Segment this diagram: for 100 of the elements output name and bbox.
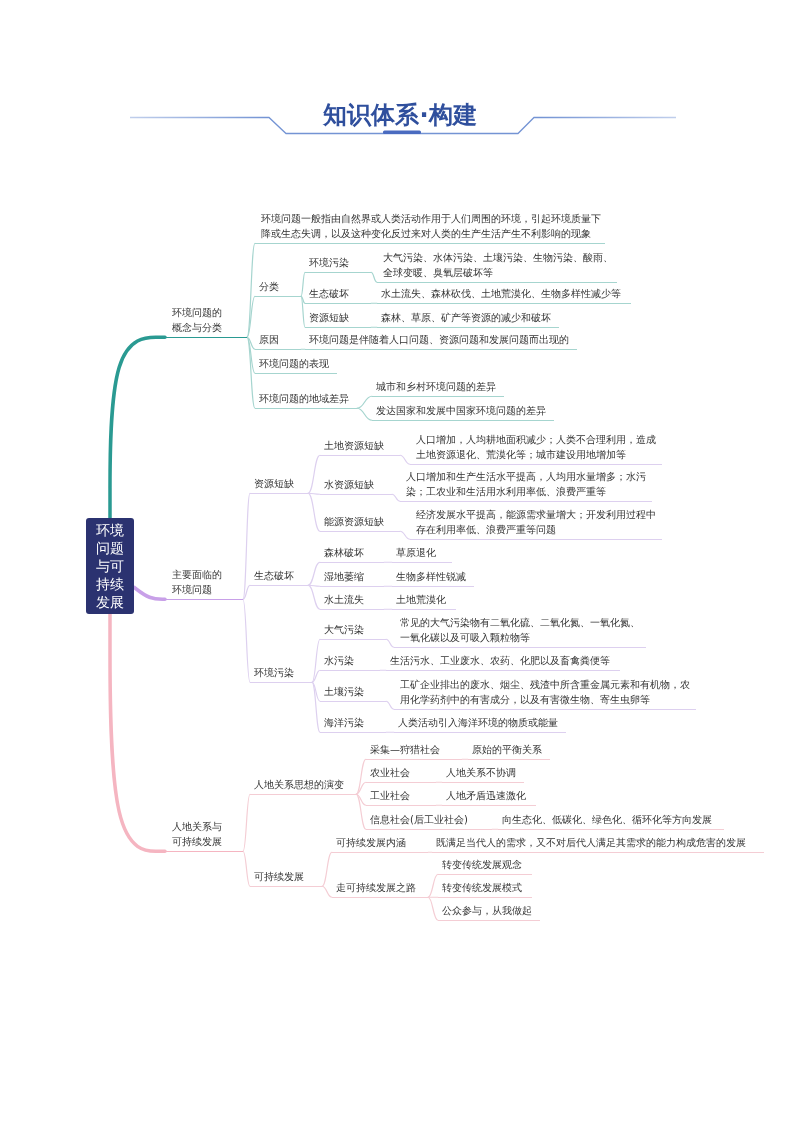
branch-line <box>385 731 395 733</box>
central-topic-box: 环境问题与可持续发展 <box>86 518 134 614</box>
branch-line <box>246 336 256 409</box>
branch-line <box>300 295 306 328</box>
branch-topic: 人地关系不协调 <box>442 765 524 783</box>
branch-line <box>321 885 333 898</box>
branch-topic: 人地关系与可持续发展 <box>165 819 243 852</box>
branch-line <box>246 336 256 374</box>
branch-line <box>355 781 367 795</box>
branch-line <box>246 242 256 338</box>
branch-line <box>132 585 167 601</box>
branch-line <box>242 598 251 683</box>
branch-topic: 人口增加和生产生活水平提高，人均用水量增多；水污染；工农业和生活用水利用率低、浪费严重等 <box>400 469 652 502</box>
branch-topic: 海洋污染 <box>320 715 386 733</box>
branch-topic: 湿地萎缩 <box>320 569 384 587</box>
branch-line <box>311 638 321 683</box>
branch-line <box>427 851 433 853</box>
branch-topic: 水土流失 <box>320 592 384 610</box>
branch-topic: 大气污染、水体污染、土壤污染、生物污染、酸雨、全球变暖、臭氧层破坏等 <box>377 250 617 283</box>
branch-topic: 工矿企业排出的废水、烟尘、残渣中所含重金属元素和有机物，农用化学药剂中的有害成分，以及有害微生物、寄生虫卵等 <box>394 677 696 710</box>
branch-topic: 生物多样性锐减 <box>392 569 474 587</box>
branch-topic: 森林破坏 <box>320 545 384 563</box>
branch-line <box>356 407 373 421</box>
branch-line <box>427 873 439 898</box>
branch-topic: 资源短缺 <box>305 310 371 328</box>
branch-line <box>242 492 251 600</box>
branch-line <box>246 295 256 338</box>
branch-topic: 转变传统发展模式 <box>438 880 532 898</box>
branch-topic: 转变传统发展观念 <box>438 857 532 875</box>
branch-line <box>383 585 393 587</box>
branch-topic: 土地资源短缺 <box>320 438 400 456</box>
branch-line <box>383 561 393 563</box>
branch-line <box>379 669 387 671</box>
branch-line <box>370 302 378 304</box>
branch-line <box>246 336 256 350</box>
branch-topic: 环境问题的表现 <box>255 356 337 374</box>
branch-topic: 森林、草原、矿产等资源的减少和破坏 <box>377 310 559 328</box>
branch-line <box>108 612 167 853</box>
branch-line <box>370 271 378 283</box>
branch-topic: 原始的平衡关系 <box>468 742 550 760</box>
branch-topic: 公众参与，从我做起 <box>438 903 540 921</box>
branch-topic: 环境问题一般指由自然界或人类活动作用于人们周围的环境，引起环境质量下降或生态失调，以及这种变化反过来对人类的生产生活产生不利影响的现象 <box>255 211 605 244</box>
branch-topic: 城市和乡村环境问题的差异 <box>372 379 504 397</box>
branch-topic: 生态破坏 <box>305 286 371 304</box>
branch-topic: 经济发展水平提高，能源需求量增大；开发利用过程中存在利用率低、浪费严重等问题 <box>410 507 662 540</box>
branch-line <box>435 804 443 806</box>
branch-topic: 人口增加，人均耕地面积减少；人类不合理利用，造成土地资源退化、荒漠化等；城市建设用地增加等 <box>410 432 662 465</box>
branch-line <box>391 493 401 502</box>
branch-line <box>355 758 367 795</box>
branch-topic: 向生态化、低碳化、绿色化、循环化等方向发展 <box>498 812 724 830</box>
branch-line <box>307 584 321 587</box>
branch-line <box>491 828 499 830</box>
branch-topic: 水土流失、森林砍伐、土地荒漠化、生物多样性减少等 <box>377 286 631 304</box>
page-title: 知识体系·构建 <box>323 100 477 131</box>
branch-topic: 可持续发展内涵 <box>332 835 428 853</box>
branch-line <box>300 295 306 304</box>
branch-line <box>307 454 321 494</box>
branch-topic: 水资源短缺 <box>320 477 392 495</box>
branch-line <box>427 896 439 921</box>
branch-topic: 生态破坏 <box>250 568 308 586</box>
branch-topic: 资源短缺 <box>250 476 308 494</box>
branch-topic: 分类 <box>255 279 301 297</box>
branch-topic: 草原退化 <box>392 545 452 563</box>
branch-line <box>383 608 393 610</box>
branch-topic: 采集—狩猎社会 <box>366 742 462 760</box>
branch-line <box>321 851 333 887</box>
branch-line <box>427 896 439 898</box>
branch-line <box>355 793 367 830</box>
branch-line <box>300 271 306 297</box>
branch-topic: 环境问题的概念与分类 <box>165 305 247 338</box>
branch-line <box>311 669 321 683</box>
branch-line <box>311 681 321 733</box>
branch-line <box>399 530 411 540</box>
branch-topic: 生活污水、工业废水、农药、化肥以及畜禽粪便等 <box>386 653 620 671</box>
branch-topic: 原因 <box>255 332 301 350</box>
branch-topic: 农业社会 <box>366 765 436 783</box>
branch-topic: 主要面临的环境问题 <box>165 567 243 600</box>
branch-line <box>307 561 321 586</box>
branch-line <box>385 638 395 648</box>
branch-line <box>385 700 395 710</box>
branch-line <box>242 793 251 852</box>
branch-topic: 能源资源短缺 <box>320 514 400 532</box>
branch-line <box>461 758 469 760</box>
branch-topic: 环境污染 <box>250 665 312 683</box>
branch-topic: 环境污染 <box>305 255 371 273</box>
branch-topic: 环境问题是伴随着人口问题、资源问题和发展问题而出现的 <box>305 332 577 350</box>
branch-topic: 人地矛盾迅速激化 <box>442 788 536 806</box>
branch-line <box>300 348 306 350</box>
branch-topic: 信息社会(后工业社会) <box>366 812 492 830</box>
branch-line <box>108 335 167 520</box>
branch-line <box>435 781 443 783</box>
branch-line <box>242 584 251 600</box>
branch-line <box>355 793 367 806</box>
branch-topic: 人类活动引入海洋环境的物质或能量 <box>394 715 566 733</box>
branch-line <box>307 492 321 532</box>
branch-line <box>311 681 321 702</box>
branch-topic: 土壤污染 <box>320 684 386 702</box>
branch-topic: 土地荒漠化 <box>392 592 456 610</box>
branch-topic: 走可持续发展之路 <box>332 880 428 898</box>
branch-topic: 常见的大气污染物有二氧化硫、二氧化氮、一氧化氮、一氧化碳以及可吸入颗粒物等 <box>394 615 646 648</box>
